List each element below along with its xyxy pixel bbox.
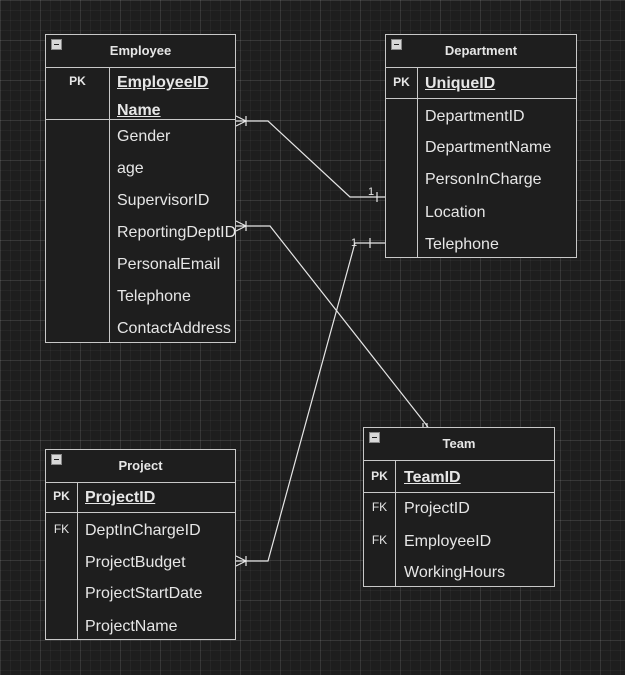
department-header[interactable]: Department (386, 35, 576, 68)
field-departmentname: DepartmentName (425, 139, 552, 156)
pk-key: PK (393, 75, 410, 89)
project-header[interactable]: Project (46, 450, 235, 483)
cardinality-label-department: 1 (368, 186, 374, 198)
employee-title: Employee (109, 43, 172, 58)
team-header[interactable]: Team (364, 428, 554, 461)
field-projectname: ProjectName (85, 618, 178, 635)
field-projectid: ProjectID (85, 489, 156, 506)
field-teamid: TeamID (404, 469, 461, 486)
team-table[interactable]: Team PK TeamID FK ProjectID FK EmployeeI… (363, 427, 555, 587)
project-title: Project (118, 458, 163, 473)
collapse-icon[interactable] (391, 39, 402, 50)
crowfoot-many-employee-gender (235, 115, 248, 127)
team-title: Team (442, 436, 476, 451)
fk-key: FK (371, 500, 388, 514)
collapse-icon[interactable] (369, 432, 380, 443)
field-projectstartdate: ProjectStartDate (85, 585, 203, 602)
field-reportingdeptid: ReportingDeptID (117, 224, 237, 241)
field-contactaddress: ContactAddress (117, 320, 231, 337)
column-divider (395, 460, 396, 586)
field-deptinchargeid: DeptInChargeID (85, 522, 201, 539)
pk-separator (46, 119, 235, 120)
field-age: age (117, 160, 144, 177)
fk-key: FK (371, 533, 388, 547)
crowfoot-many-reporting-dept (235, 220, 248, 232)
collapse-icon[interactable] (51, 454, 62, 465)
field-employeeid: EmployeeID (117, 74, 209, 91)
pk-key: PK (53, 489, 70, 503)
cardinality-label-department-telephone: 1 (351, 237, 357, 249)
field-name: Name (117, 102, 161, 119)
field-personincharge: PersonInCharge (425, 171, 542, 188)
department-title: Department (444, 43, 518, 58)
field-personalemail: PersonalEmail (117, 256, 221, 273)
column-divider (417, 67, 418, 257)
field-employeeid: EmployeeID (404, 533, 492, 550)
employee-department-edge (236, 120, 385, 198)
field-projectbudget: ProjectBudget (85, 554, 186, 571)
crowfoot-many-project-budget (235, 555, 248, 567)
pk-separator (46, 512, 235, 513)
collapse-icon[interactable] (51, 39, 62, 50)
field-gender: Gender (117, 128, 171, 145)
fk-key: FK (53, 522, 70, 536)
field-departmentid: DepartmentID (425, 108, 525, 125)
employee-header[interactable]: Employee (46, 35, 235, 68)
field-projectid: ProjectID (404, 500, 470, 517)
project-table[interactable]: Project PK ProjectID FK DeptInChargeID P… (45, 449, 236, 640)
column-divider (109, 67, 110, 342)
field-telephone: Telephone (117, 288, 191, 305)
pk-key: PK (371, 469, 388, 483)
department-table[interactable]: Department PK UniqueID DepartmentID Depa… (385, 34, 577, 258)
employee-table[interactable]: Employee PK EmployeeID Name Gender age S… (45, 34, 236, 343)
field-workinghours: WorkingHours (404, 564, 506, 581)
pk-separator (386, 98, 576, 99)
field-uniqueid: UniqueID (425, 75, 496, 92)
field-location: Location (425, 204, 486, 221)
field-supervisorid: SupervisorID (117, 192, 210, 209)
pk-separator (364, 492, 554, 493)
field-telephone: Telephone (425, 236, 499, 253)
column-divider (77, 482, 78, 639)
pk-key: PK (69, 74, 86, 88)
